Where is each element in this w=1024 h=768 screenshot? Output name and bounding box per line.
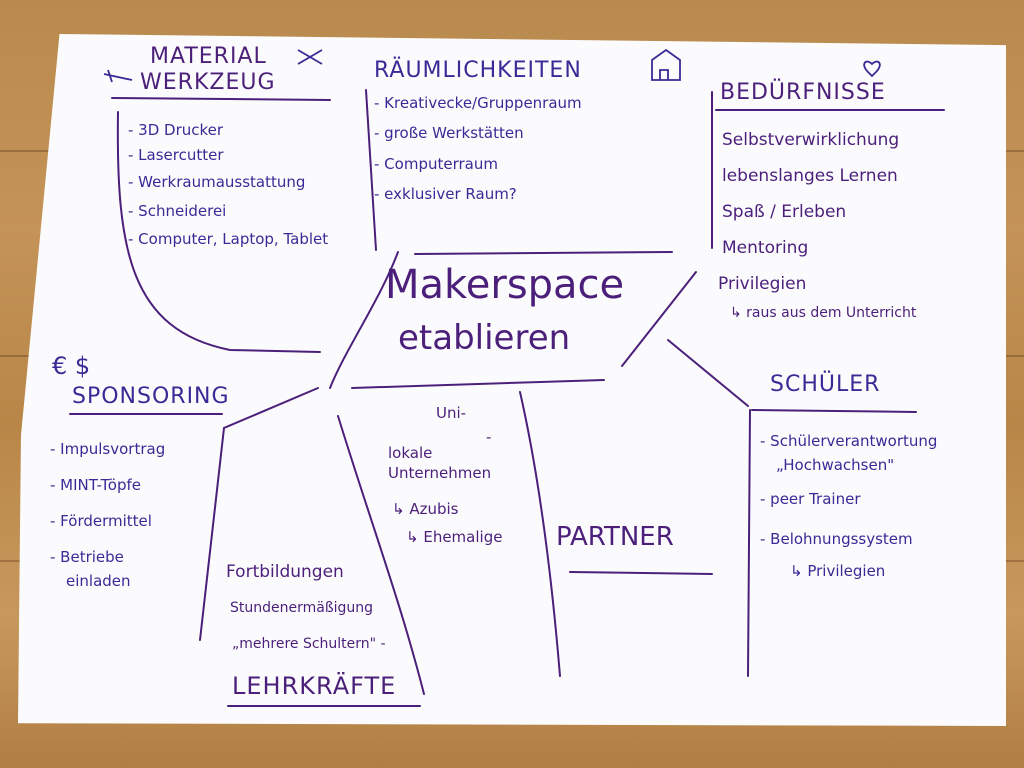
sponsoring-title: SPONSORING (72, 384, 230, 409)
partner-item-lokale: lokale (388, 444, 433, 462)
lehrkraefte-title: LEHRKRÄFTE (232, 672, 397, 700)
partner-item-uni: Uni- (436, 404, 467, 422)
schueler-item-3: - peer Trainer (760, 490, 861, 508)
schueler-divider (747, 409, 751, 677)
sponsoring-divider (199, 387, 319, 641)
schueler-branch (667, 339, 749, 407)
raeume-divider (365, 89, 377, 251)
material-title: MATERIAL (150, 44, 267, 69)
werkzeug-title: WERKZEUG (140, 70, 276, 95)
center-right-line (621, 271, 697, 367)
beduerfnisse-item-1: Selbstverwirklichung (722, 130, 900, 150)
lehrkraefte-item-2: Stundenermäßigung (230, 600, 374, 616)
raeume-item-4: - exklusiver Raum? (374, 185, 517, 203)
schueler-underline (751, 409, 917, 413)
scissors-icon (297, 49, 323, 65)
flipchart-paper (18, 34, 1006, 726)
partner-item-unternehmen: Unternehmen (388, 464, 492, 482)
material-item-1: - 3D Drucker (128, 121, 224, 139)
heart-icon (863, 60, 881, 78)
beduerfnisse-item-2: lebenslanges Lernen (722, 166, 898, 186)
sponsoring-item-1: - Impulsvortrag (50, 440, 166, 458)
partner-title: PARTNER (556, 522, 674, 552)
material-item-3: - Werkraumausstattung (128, 173, 306, 191)
center-bottom-line (351, 379, 605, 389)
hammer-icon (103, 69, 133, 83)
center-title-line1: Makerspace (385, 262, 625, 308)
raeume-item-3: - Computerraum (374, 155, 498, 173)
schueler-item-2: „Hochwachsen" (776, 456, 895, 474)
partner-divider (519, 391, 561, 677)
sponsoring-item-4: - Betriebe (50, 548, 124, 566)
lehrkraefte-divider (337, 415, 425, 695)
center-top-line (414, 251, 673, 255)
center-title-line2: etablieren (398, 318, 571, 358)
material-item-5: - Computer, Laptop, Tablet (128, 230, 329, 248)
partner-item-ehemalige: ↳ Ehemalige (406, 528, 503, 546)
beduerfnisse-item-6: ↳ raus aus dem Unterricht (730, 305, 917, 321)
beduerfnisse-item-3: Spaß / Erleben (722, 202, 847, 222)
material-underline (111, 97, 331, 101)
sponsoring-item-3: - Fördermittel (50, 512, 152, 530)
partner-item-dash: - (486, 428, 492, 446)
partner-underline (569, 571, 713, 575)
material-bracket (116, 111, 321, 353)
raeume-item-2: - große Werkstätten (374, 124, 524, 142)
schueler-item-1: - Schülerverantwortung (760, 432, 938, 450)
material-item-2: - Lasercutter (128, 146, 224, 164)
sponsoring-item-2: - MINT-Töpfe (50, 476, 141, 494)
center-left-upper (329, 251, 399, 389)
beduerfnisse-title: BEDÜRFNISSE (720, 80, 886, 105)
schueler-item-5: ↳ Privilegien (790, 562, 886, 580)
raeume-item-1: - Kreativecke/Gruppenraum (374, 94, 582, 112)
currency-symbols: € $ (52, 352, 91, 380)
sponsoring-item-5: einladen (66, 572, 131, 590)
partner-item-azubis: ↳ Azubis (392, 500, 459, 518)
schueler-item-4: - Belohnungssystem (760, 530, 913, 548)
beduerfnisse-item-5: Privilegien (718, 274, 807, 294)
beduerfnisse-item-4: Mentoring (722, 238, 809, 258)
raeume-title: RÄUMLICHKEITEN (374, 58, 582, 83)
house-icon (651, 48, 681, 81)
lehrkraefte-item-1: Fortbildungen (226, 562, 344, 582)
lehrkraefte-item-3: „mehrere Schultern" - (232, 636, 386, 652)
schueler-title: SCHÜLER (770, 372, 881, 397)
material-item-4: - Schneiderei (128, 202, 227, 220)
